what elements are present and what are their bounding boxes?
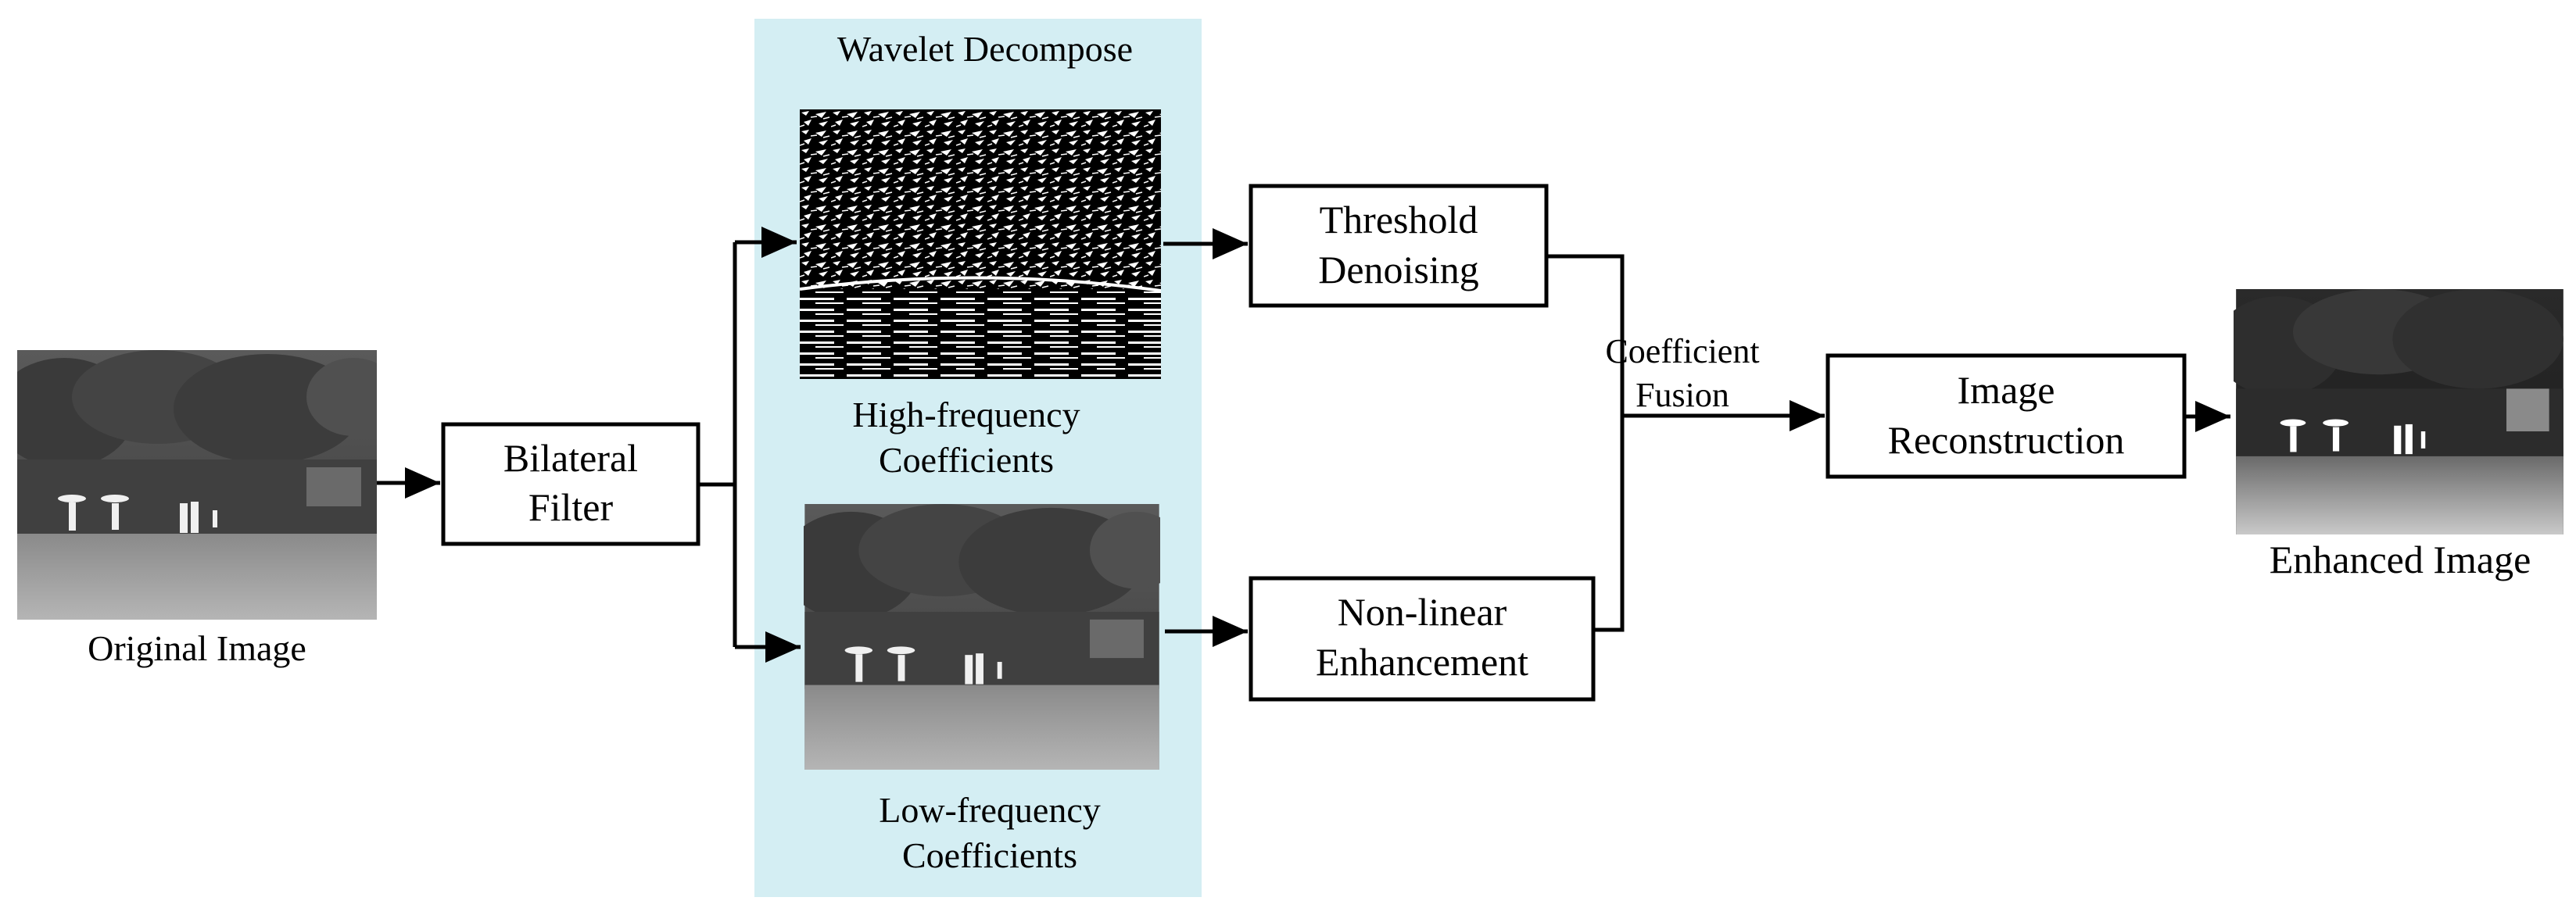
- coefficient-fusion-label-line2: Fusion: [1636, 376, 1729, 414]
- line-threshold-to-fusion: [1546, 254, 1625, 632]
- low-frequency-caption-line2: Coefficients: [902, 835, 1077, 875]
- high-frequency-caption-line2: Coefficients: [879, 440, 1054, 480]
- bilateral-filter-label-line1: Bilateral: [503, 436, 638, 480]
- low-frequency-image: [804, 504, 1160, 770]
- image-reconstruction-label-line1: Image: [1958, 368, 2055, 412]
- nonlinear-enhancement-box: [1249, 576, 1596, 702]
- image-reconstruction-label-line2: Reconstruction: [1888, 418, 2125, 462]
- coefficient-fusion-label-line1: Coefficient: [1605, 332, 1759, 370]
- image-reconstruction-box: [1825, 353, 2187, 479]
- wavelet-panel-title: Wavelet Decompose: [837, 29, 1133, 69]
- bilateral-filter-box: [441, 422, 700, 546]
- threshold-denoising-label-line1: Threshold: [1320, 198, 1478, 241]
- bilateral-filter-label-line2: Filter: [528, 485, 614, 529]
- nonlinear-enhancement-label-line1: Non-linear: [1338, 590, 1507, 634]
- high-frequency-caption-line1: High-frequency: [852, 395, 1080, 434]
- threshold-denoising-box: [1249, 184, 1549, 308]
- original-image-caption: Original Image: [88, 628, 306, 668]
- enhanced-image-caption: Enhanced Image: [2270, 538, 2531, 581]
- threshold-denoising-label-line2: Denoising: [1318, 248, 1479, 291]
- low-frequency-caption-line1: Low-frequency: [879, 790, 1101, 830]
- high-frequency-image: [800, 109, 1161, 379]
- connectors: [377, 227, 2230, 663]
- nonlinear-enhancement-label-line2: Enhancement: [1316, 640, 1528, 684]
- original-image: [17, 350, 377, 620]
- enhanced-image: [2234, 289, 2563, 534]
